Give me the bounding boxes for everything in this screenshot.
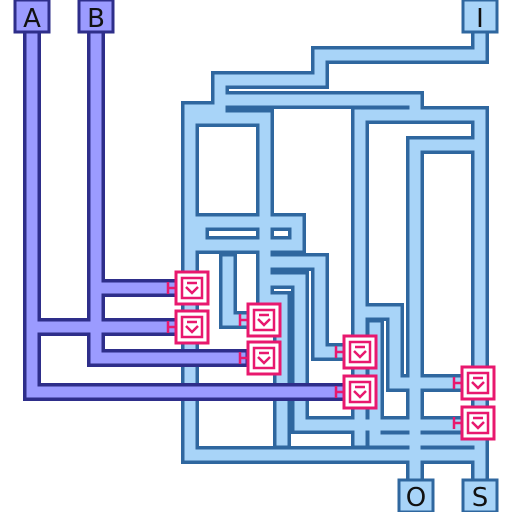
output-port-o[interactable]: O <box>397 478 435 512</box>
signal-wire-segment <box>184 112 271 306</box>
chevron-down-icon <box>257 313 271 327</box>
input-port-b-label: B <box>87 4 105 34</box>
chevron-down-icon <box>471 376 485 390</box>
gate[interactable] <box>166 309 210 345</box>
gate-inner-frame <box>348 380 372 404</box>
gate-inner-frame <box>252 346 276 370</box>
input-port-a[interactable]: A <box>13 0 51 34</box>
gate[interactable] <box>452 365 496 401</box>
input-wire-segment <box>90 282 246 364</box>
chevron-down-icon <box>471 416 485 430</box>
gate[interactable] <box>238 340 282 376</box>
gate-inner-frame <box>252 308 276 332</box>
chevron-down-icon <box>353 385 367 399</box>
gate-inner-frame <box>180 315 204 339</box>
output-port-s-label: S <box>472 483 489 512</box>
output-port-s[interactable]: S <box>461 478 499 512</box>
input-port-a-label: A <box>23 4 41 34</box>
gate-inner-frame <box>348 340 372 364</box>
chevron-down-icon <box>185 281 199 295</box>
output-port-o-label: O <box>406 483 426 512</box>
gate-inner-frame <box>466 371 490 395</box>
signal-wire-network <box>181 21 489 494</box>
input-port-b[interactable]: B <box>77 0 115 34</box>
chevron-down-icon <box>185 320 199 334</box>
input-wire-segment <box>26 24 346 398</box>
chevron-down-icon <box>257 351 271 365</box>
input-port-i-label: I <box>476 4 484 34</box>
chevron-down-icon <box>353 345 367 359</box>
gate[interactable] <box>334 374 378 410</box>
signal-wire-segment <box>354 102 421 446</box>
gate[interactable] <box>166 270 210 306</box>
gate-inner-frame <box>180 276 204 300</box>
signal-wire-segment <box>409 139 486 491</box>
gate[interactable] <box>334 334 378 370</box>
gate[interactable] <box>238 302 282 338</box>
signal-wire-segment <box>354 306 466 389</box>
input-port-i[interactable]: I <box>461 0 499 34</box>
signal-wire-segment <box>184 216 303 251</box>
gate-layer <box>166 270 496 441</box>
input-wire-network <box>23 21 349 401</box>
signal-wire-segment <box>259 256 346 358</box>
gate-inner-frame <box>466 411 490 435</box>
gate[interactable] <box>452 405 496 441</box>
